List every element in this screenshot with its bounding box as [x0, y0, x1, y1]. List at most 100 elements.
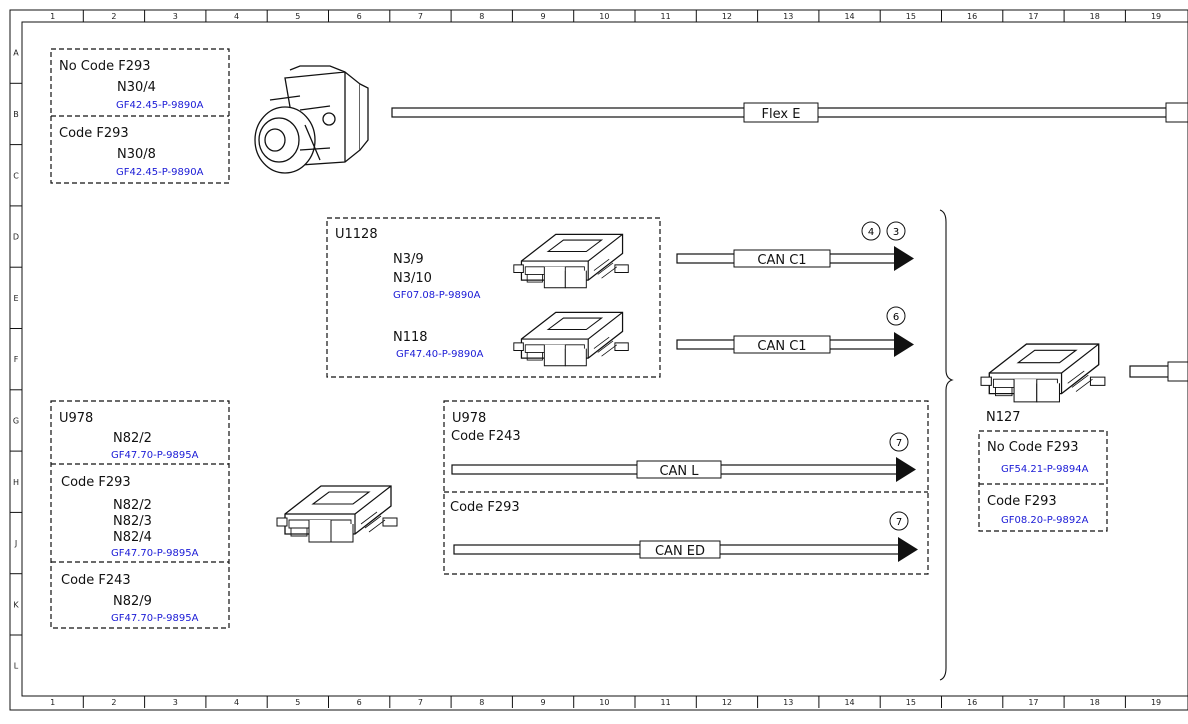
- column-number: 7: [418, 698, 423, 707]
- component-n82-2-u978: N82/2: [113, 431, 152, 446]
- code-f243-left-label: Code F243: [61, 573, 131, 588]
- flex-e-bus: Flex E: [391, 102, 1188, 123]
- column-number: 15: [906, 698, 916, 707]
- column-number: 17: [1028, 698, 1038, 707]
- u978-title-center: U978: [452, 411, 486, 426]
- arrow-head-icon: [894, 246, 914, 271]
- can-ed-label: CAN ED: [655, 544, 705, 559]
- column-number: 19: [1151, 12, 1161, 21]
- column-number: 6: [357, 12, 362, 21]
- u1128-box: U1128 N3/9 N3/10 GF07.08-P-9890A N118 GF…: [326, 217, 661, 378]
- row-letter: C: [13, 171, 19, 180]
- column-number: 5: [295, 698, 300, 707]
- reference-link-no-code[interactable]: GF42.45-P-9890A: [116, 100, 204, 111]
- column-number: 10: [599, 12, 609, 21]
- control-unit-n118-icon: [513, 311, 629, 367]
- row-letter: B: [13, 110, 19, 119]
- reference-link-n118[interactable]: GF47.40-P-9890A: [396, 349, 484, 360]
- column-number: 14: [844, 12, 854, 21]
- no-code-f293-label: No Code F293: [59, 59, 151, 74]
- can-c1-lower-bus: CAN C1 6: [676, 306, 914, 357]
- column-number: 8: [479, 12, 484, 21]
- grouping-bracket: [939, 209, 954, 681]
- center-lower-code-box: U978 Code F243 CAN L 7 Code F293 CAN ED …: [443, 400, 929, 575]
- marker-7-can-l: 7: [896, 438, 902, 449]
- component-n118: N118: [393, 330, 428, 345]
- component-n30-4: N30/4: [117, 80, 156, 95]
- column-number: 8: [479, 698, 484, 707]
- column-number: 2: [111, 698, 116, 707]
- column-number: 6: [357, 698, 362, 707]
- column-number: 4: [234, 12, 239, 21]
- reference-link-n127-no-code[interactable]: GF54.21-P-9894A: [1001, 464, 1089, 475]
- row-letter: A: [13, 49, 19, 58]
- can-c1-lower-label: CAN C1: [757, 339, 806, 354]
- column-number: 16: [967, 698, 977, 707]
- component-n3-9: N3/9: [393, 252, 424, 267]
- u1128-title: U1128: [335, 227, 378, 242]
- column-number: 7: [418, 12, 423, 21]
- marker-4: 4: [868, 227, 874, 238]
- column-number: 15: [906, 12, 916, 21]
- n127-label: N127: [986, 410, 1021, 425]
- component-n82-4: N82/4: [113, 530, 152, 545]
- reference-link-f243[interactable]: GF47.70-P-9895A: [111, 613, 199, 624]
- flex-e-label: Flex E: [762, 107, 801, 122]
- column-number: 12: [722, 698, 732, 707]
- reference-link-f293[interactable]: GF47.70-P-9895A: [111, 548, 199, 559]
- row-letter: K: [13, 600, 19, 609]
- code-f293-center-label: Code F293: [450, 500, 520, 515]
- column-number: 14: [844, 698, 854, 707]
- column-number: 19: [1151, 698, 1161, 707]
- column-number: 18: [1090, 698, 1100, 707]
- code-f293-right-label: Code F293: [987, 494, 1057, 509]
- marker-3: 3: [893, 227, 899, 238]
- arrow-head-icon: [898, 537, 918, 562]
- column-number: 4: [234, 698, 239, 707]
- column-number: 12: [722, 12, 732, 21]
- component-n82-9: N82/9: [113, 594, 152, 609]
- reference-link-code[interactable]: GF42.45-P-9890A: [116, 167, 204, 178]
- arrow-head-icon: [894, 332, 914, 357]
- outer-frame: [9, 9, 1188, 711]
- no-code-f293-right-label: No Code F293: [987, 440, 1079, 455]
- column-number: 17: [1028, 12, 1038, 21]
- code-f293-left-label: Code F293: [61, 475, 131, 490]
- reference-link-n3[interactable]: GF07.08-P-9890A: [393, 290, 481, 301]
- row-letter: J: [14, 539, 17, 548]
- column-number: 10: [599, 698, 609, 707]
- column-number: 9: [541, 12, 546, 21]
- column-number: 3: [173, 12, 178, 21]
- control-unit-n127-icon: [980, 343, 1106, 403]
- column-number: 11: [661, 12, 671, 21]
- right-module-n127: N127 No Code F293 GF54.21-P-9894A Code F…: [978, 343, 1188, 532]
- u978-title-left: U978: [59, 411, 93, 426]
- component-n30-8: N30/8: [117, 147, 156, 162]
- row-letter: E: [13, 294, 18, 303]
- reference-link-u978[interactable]: GF47.70-P-9895A: [111, 450, 199, 461]
- component-n82-2: N82/2: [113, 498, 152, 513]
- hydraulic-unit-drawing: [254, 65, 369, 174]
- inner-frame: [21, 21, 1188, 697]
- top-left-code-box: No Code F293 N30/4 GF42.45-P-9890A Code …: [50, 48, 230, 184]
- component-n82-3: N82/3: [113, 514, 152, 529]
- column-number: 18: [1090, 12, 1100, 21]
- row-letter: F: [14, 355, 19, 364]
- column-number: 16: [967, 12, 977, 21]
- marker-7-can-ed: 7: [896, 517, 902, 528]
- control-unit-n82-icon: [276, 485, 398, 543]
- column-number: 1: [50, 12, 55, 21]
- code-f243-center-label: Code F243: [451, 429, 521, 444]
- column-number: 9: [541, 698, 546, 707]
- left-lower-code-box: U978 N82/2 GF47.70-P-9895A Code F293 N82…: [50, 400, 230, 629]
- code-f293-label: Code F293: [59, 126, 129, 141]
- reference-link-n127-code[interactable]: GF08.20-P-9892A: [1001, 515, 1089, 526]
- column-number: 1: [50, 698, 55, 707]
- component-n3-10: N3/10: [393, 271, 432, 286]
- can-c1-upper-label: CAN C1: [757, 253, 806, 268]
- row-letter: G: [13, 416, 19, 425]
- control-unit-n3-icon: [513, 233, 629, 289]
